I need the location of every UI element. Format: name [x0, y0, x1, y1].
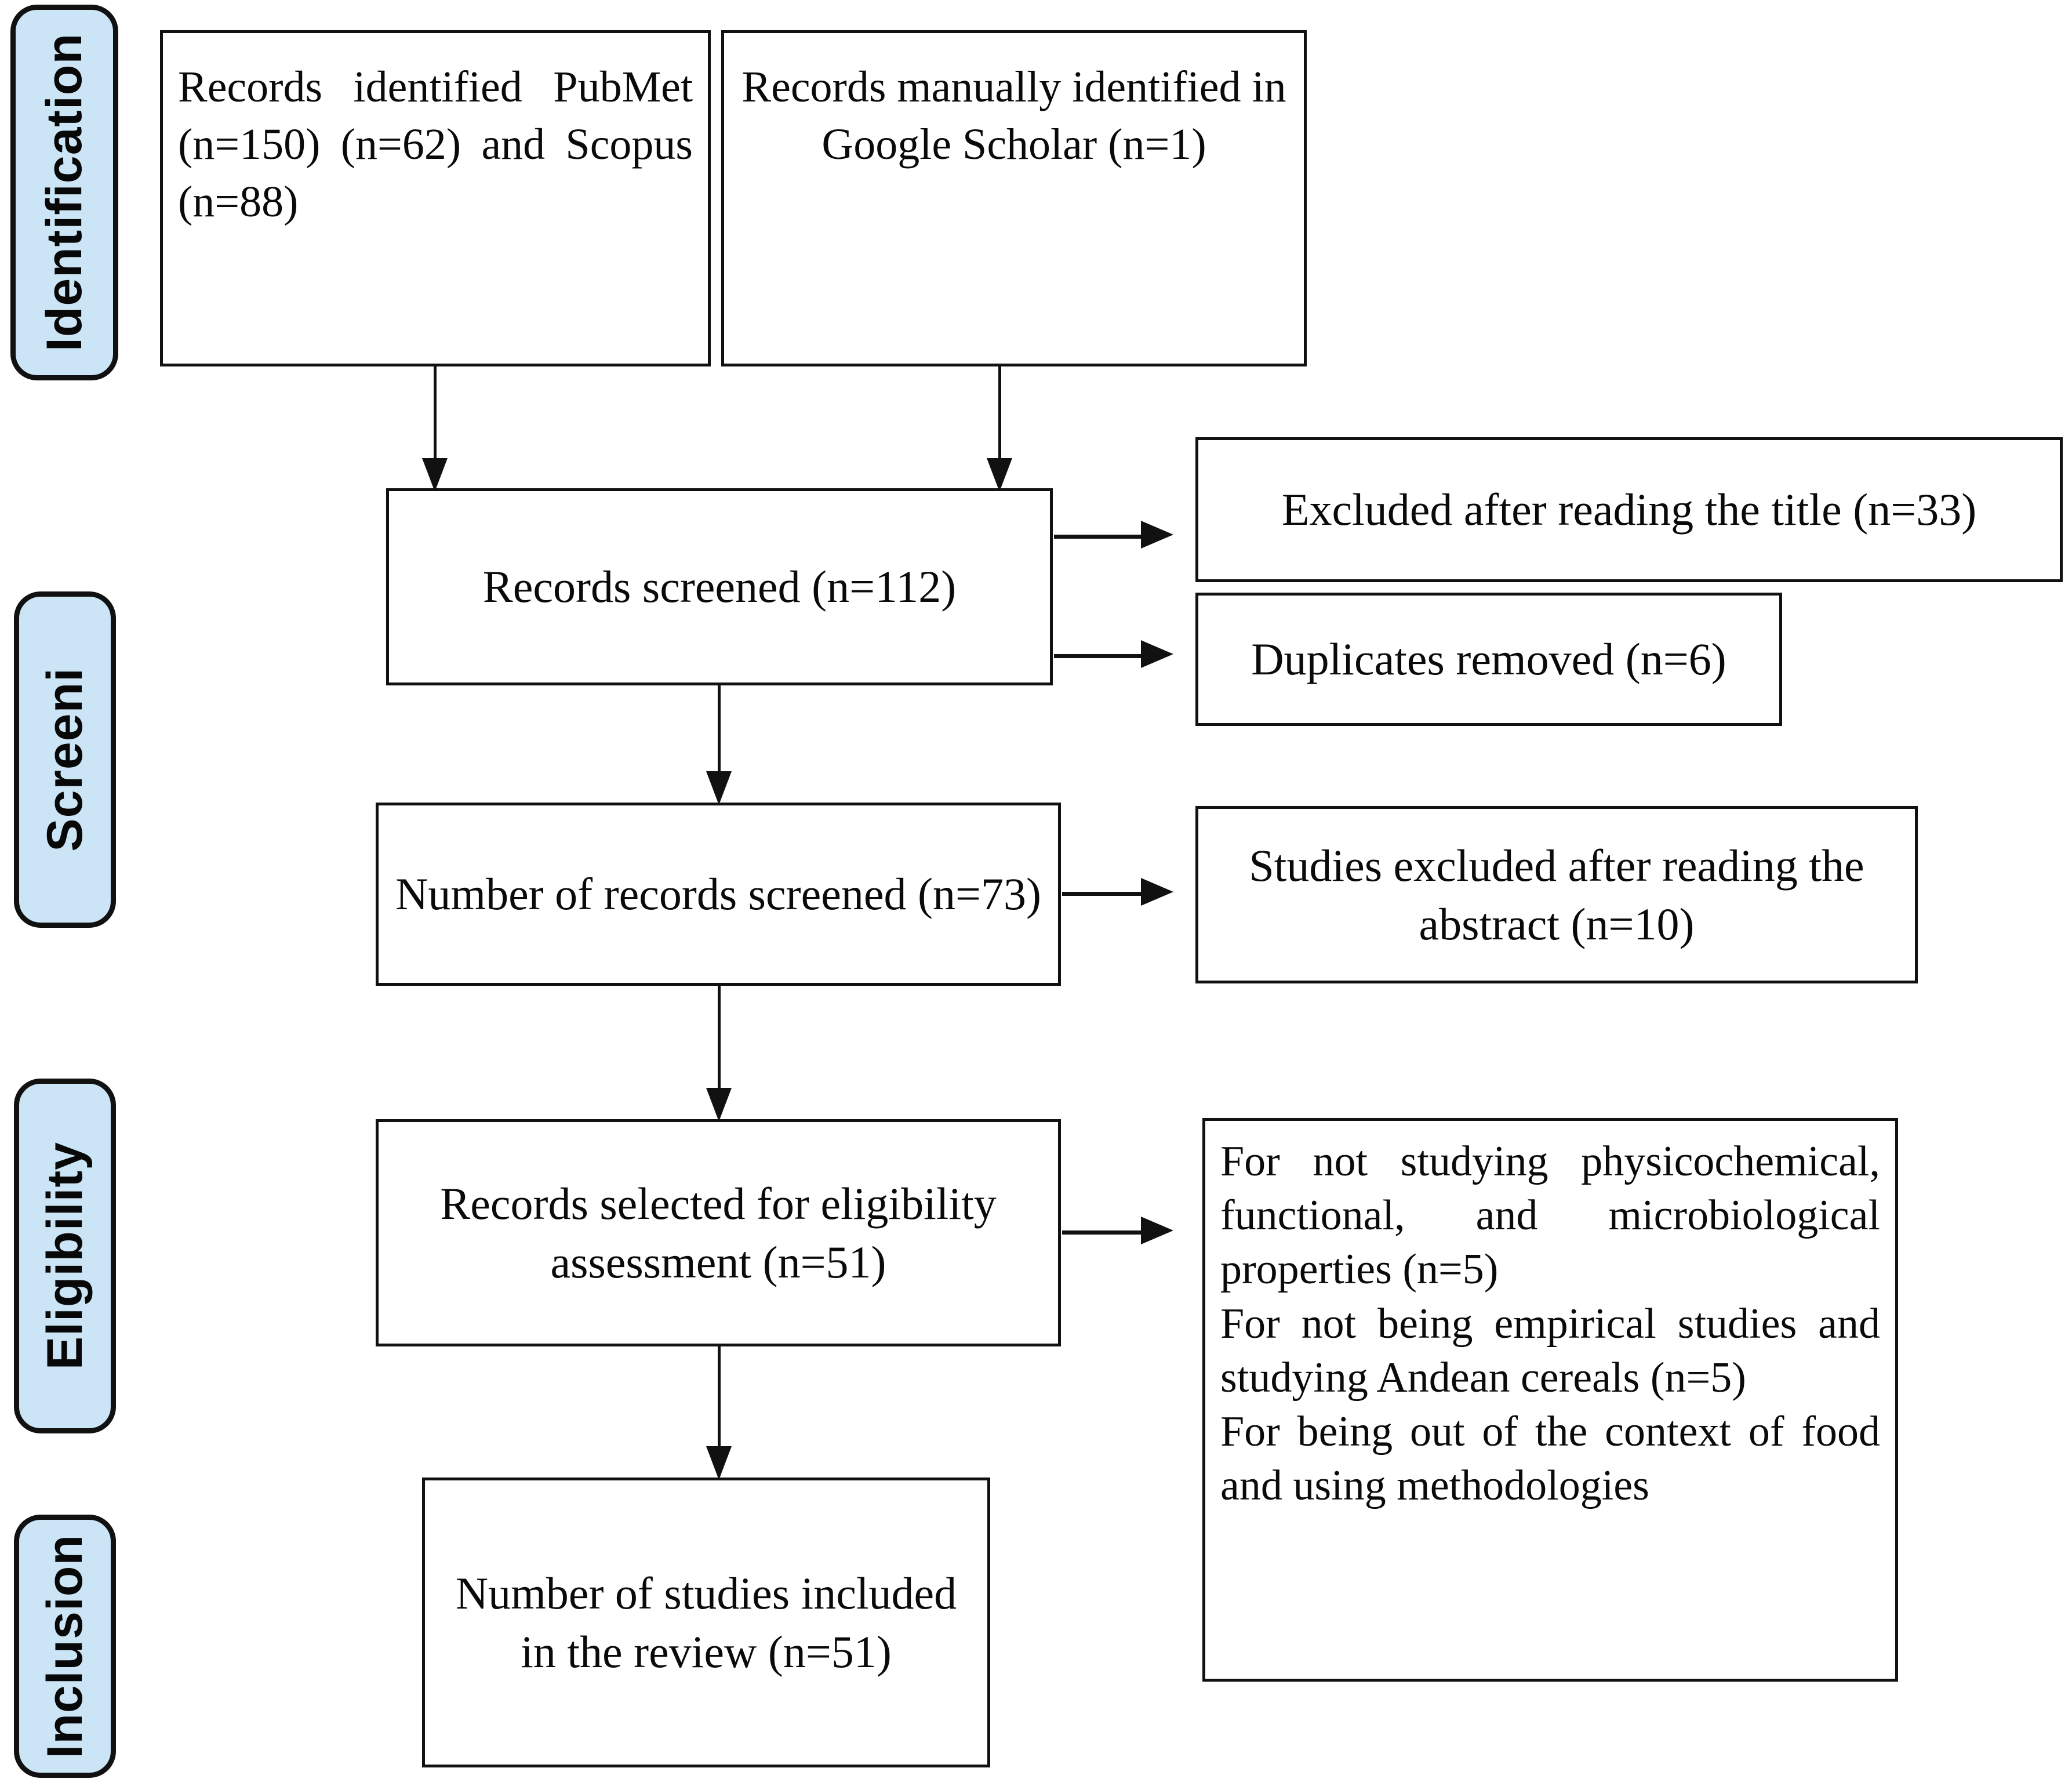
box-records-manual-text: Records manually identified in Google Sc… — [741, 63, 1286, 169]
box-records-eligibility: Records selected for eligibility assessm… — [376, 1119, 1061, 1346]
connector-screened-to-duplicates — [1054, 654, 1144, 658]
box-records-identified: Records identified PubMet (n=150) (n=62)… — [160, 30, 711, 366]
box-studies-included: Number of studies included in the review… — [422, 1478, 990, 1767]
box-excluded-abstract-text: Studies excluded after reading the abstr… — [1249, 840, 1864, 949]
arrow-manual-to-screened — [987, 458, 1012, 492]
phase-tab-identification-label: Identification — [37, 33, 92, 352]
arrow-eligibility-to-exclusion-reasons — [1141, 1217, 1173, 1244]
phase-tab-screening: Screeni — [14, 591, 116, 928]
arrow-screened-to-number-screened — [706, 771, 732, 805]
box-records-screened: Records screened (n=112) — [386, 488, 1053, 685]
connector-number-screened-to-excluded-abstract — [1062, 892, 1144, 896]
exclusion-reason-2: For not being empirical studies and stud… — [1220, 1299, 1880, 1402]
phase-tab-inclusion-label: Inclusion — [37, 1534, 93, 1759]
arrow-number-screened-to-excluded-abstract — [1141, 878, 1173, 906]
phase-tab-inclusion: Inclusion — [14, 1515, 116, 1778]
phase-tab-eligibility: Eligibility — [14, 1079, 116, 1433]
box-exclusion-reasons: For not studying physicochemical, functi… — [1202, 1118, 1898, 1682]
box-exclusion-reasons-text: For not studying physicochemical, functi… — [1205, 1121, 1895, 1513]
box-excluded-title-text: Excluded after reading the title (n=33) — [1281, 484, 1977, 535]
connector-eligibility-to-included — [718, 1346, 721, 1457]
box-excluded-abstract: Studies excluded after reading the abstr… — [1195, 806, 1918, 983]
exclusion-reason-3: For being out of the context of food and… — [1220, 1408, 1880, 1510]
arrow-number-screened-to-eligibility — [706, 1088, 732, 1121]
exclusion-reason-1: For not studying physicochemical, functi… — [1220, 1138, 1880, 1294]
box-records-screened-text: Records screened (n=112) — [482, 561, 957, 612]
phase-tab-eligibility-label: Eligibility — [37, 1142, 93, 1370]
connector-eligibility-to-exclusion-reasons — [1062, 1230, 1144, 1235]
arrow-eligibility-to-included — [706, 1446, 732, 1480]
box-records-manual: Records manually identified in Google Sc… — [721, 30, 1307, 366]
arrow-screened-to-excluded-title — [1141, 521, 1173, 549]
phase-tab-identification: Identification — [10, 5, 118, 380]
box-records-identified-text: Records identified PubMet (n=150) (n=62)… — [178, 63, 693, 226]
box-studies-included-text: Number of studies included in the review… — [455, 1567, 957, 1677]
connector-screened-to-excluded-title — [1054, 535, 1144, 539]
phase-tab-screening-label: Screeni — [37, 667, 93, 852]
box-records-eligibility-text: Records selected for eligibility assessm… — [440, 1178, 997, 1287]
box-duplicates-removed: Duplicates removed (n=6) — [1195, 593, 1782, 726]
connector-number-screened-to-eligibility — [718, 986, 721, 1098]
box-number-records-screened-text: Number of records screened (n=73) — [395, 869, 1041, 920]
box-duplicates-removed-text: Duplicates removed (n=6) — [1251, 634, 1726, 685]
connector-manual-to-screened — [998, 366, 1001, 473]
box-excluded-title: Excluded after reading the title (n=33) — [1195, 437, 2063, 582]
arrow-identified-to-screened — [422, 458, 448, 492]
connector-identified-to-screened — [434, 366, 437, 473]
connector-screened-to-number-screened — [718, 685, 721, 782]
arrow-screened-to-duplicates — [1141, 640, 1173, 668]
box-number-records-screened: Number of records screened (n=73) — [376, 803, 1061, 986]
